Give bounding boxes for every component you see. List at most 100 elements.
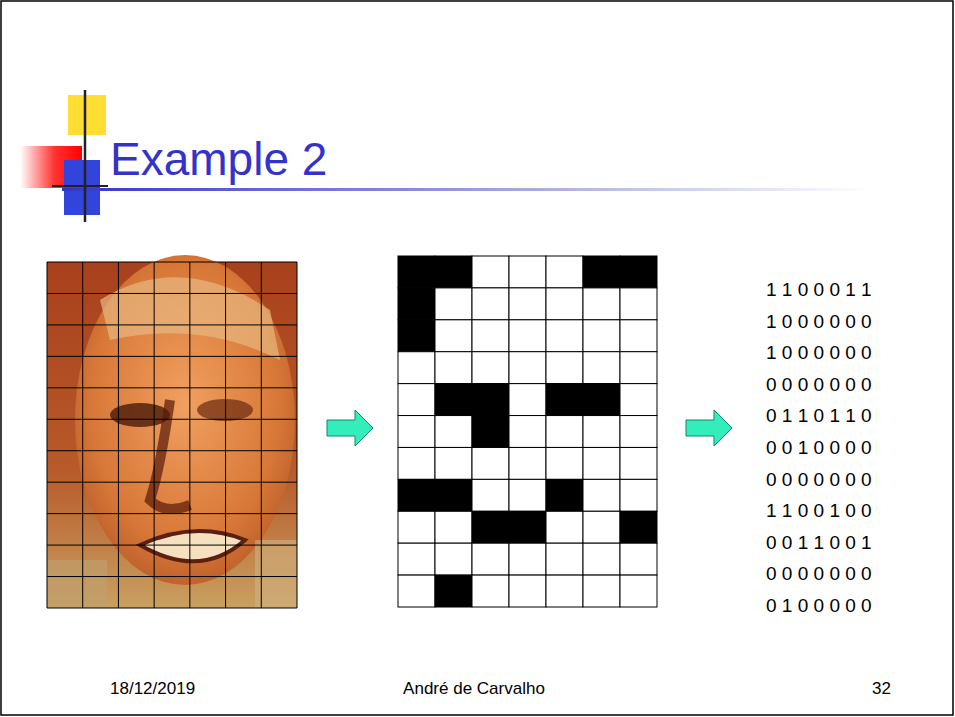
grid-cell [398, 384, 435, 416]
grid-cell [472, 511, 509, 543]
grid-cell [509, 352, 546, 384]
grid-cell [620, 320, 657, 352]
grid-cell [509, 447, 546, 479]
grid-cell [472, 352, 509, 384]
grid-cell [509, 256, 546, 288]
grid-cell [472, 416, 509, 448]
matrix-row: 0 1 1 0 1 1 0 [766, 404, 872, 428]
grid-cell [620, 256, 657, 288]
grid-cell [435, 479, 472, 511]
title-logo [20, 90, 872, 222]
grid-line [154, 262, 155, 608]
grid-cell [435, 416, 472, 448]
grid-line [47, 576, 297, 577]
matrix-row: 1 1 0 0 1 0 0 [766, 499, 872, 523]
matrix-row: 0 0 0 0 0 0 0 [766, 468, 872, 492]
grid-cell [583, 447, 620, 479]
grid-cell [620, 288, 657, 320]
grid-line [47, 262, 48, 608]
grid-cell [472, 320, 509, 352]
grid-cell [546, 256, 583, 288]
grid-cell [620, 447, 657, 479]
grid-line [47, 293, 297, 294]
grid-cell [435, 511, 472, 543]
grid-cell [435, 447, 472, 479]
grid-cell [546, 288, 583, 320]
grid-line [47, 482, 297, 483]
page-number: 32 [872, 677, 891, 701]
grid-cell [472, 479, 509, 511]
grid-line [47, 356, 297, 357]
matrix-row: 0 0 1 0 0 0 0 [766, 436, 872, 460]
grid-cell [398, 575, 435, 607]
grid-cell [620, 384, 657, 416]
grid-cell [398, 511, 435, 543]
grid-cell [546, 479, 583, 511]
slide-date: 18/12/2019 [110, 677, 195, 701]
grid-cell [509, 575, 546, 607]
grid-cell [583, 416, 620, 448]
grid-cell [583, 543, 620, 575]
grid-cell [620, 575, 657, 607]
grid-cell [509, 384, 546, 416]
grid-line [47, 513, 297, 514]
grid-cell [472, 288, 509, 320]
grid-cell [583, 352, 620, 384]
grid-cell [546, 575, 583, 607]
grid-cell [583, 511, 620, 543]
grid-cell [398, 352, 435, 384]
grid-cell [583, 384, 620, 416]
grid-cell [583, 575, 620, 607]
grid-cell [509, 543, 546, 575]
grid-line [189, 262, 190, 608]
matrix-row: 1 1 0 0 0 1 1 [766, 278, 872, 302]
grid-cell [546, 320, 583, 352]
binary-grid [398, 256, 657, 607]
grid-cell [435, 543, 472, 575]
grid-cell [472, 447, 509, 479]
matrix-row: 0 0 0 0 0 0 0 [766, 562, 872, 586]
grid-cell [546, 352, 583, 384]
matrix-row: 0 0 0 0 0 0 0 [766, 373, 872, 397]
grid-cell [398, 543, 435, 575]
grid-cell [435, 320, 472, 352]
grid-cell [546, 416, 583, 448]
matrix-row: 1 0 0 0 0 0 0 [766, 341, 872, 365]
grid-line [47, 608, 297, 609]
grid-cell [472, 256, 509, 288]
matrix-row: 0 1 0 0 0 0 0 [766, 594, 872, 618]
process-arrow [327, 410, 732, 446]
grid-cell [546, 447, 583, 479]
grid-cell [620, 479, 657, 511]
grid-cell [435, 575, 472, 607]
grid-cell [398, 320, 435, 352]
grid-line [225, 262, 226, 608]
grid-cell [620, 543, 657, 575]
grid-cell [435, 384, 472, 416]
grid-line [47, 450, 297, 451]
grid-line [47, 545, 297, 546]
grid-cell [435, 256, 472, 288]
grid-cell [435, 352, 472, 384]
grid-cell [509, 416, 546, 448]
grid-cell [620, 352, 657, 384]
slide-title: Example 2 [110, 132, 327, 186]
grid-cell [620, 416, 657, 448]
grid-line [118, 262, 119, 608]
grid-cell [583, 288, 620, 320]
grid-cell [398, 256, 435, 288]
grid-cell [472, 575, 509, 607]
grid-cell [620, 511, 657, 543]
photo-grid [47, 262, 297, 608]
grid-line [47, 387, 297, 388]
grid-cell [435, 288, 472, 320]
grid-line [47, 419, 297, 420]
grid-cell [472, 384, 509, 416]
matrix-row: 1 0 0 0 0 0 0 [766, 310, 872, 334]
grid-line [47, 324, 297, 325]
grid-cell [583, 479, 620, 511]
grid-cell [398, 416, 435, 448]
grid-cell [509, 511, 546, 543]
grid-cell [546, 543, 583, 575]
grid-cell [583, 320, 620, 352]
